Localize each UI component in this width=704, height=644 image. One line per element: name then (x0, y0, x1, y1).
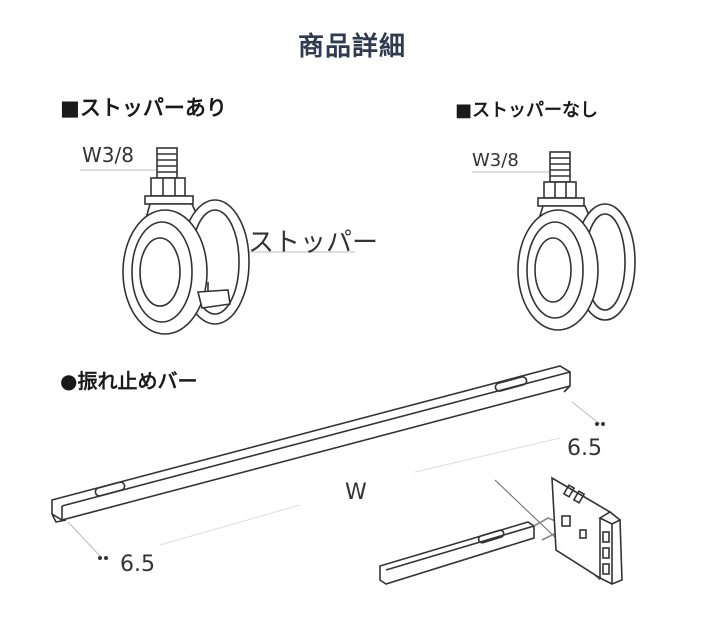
thread-size-label-without-stopper: W3/8 (472, 150, 519, 171)
caster-with-stopper-illustration (80, 147, 355, 335)
dimension-label-right: 6.5 (567, 436, 602, 461)
width-label: W (345, 480, 367, 505)
stopper-callout-label: ストッパー (248, 228, 379, 258)
bar-mount-detail-illustration (379, 476, 623, 585)
anti-sway-bar-illustration (51, 365, 605, 560)
section-label-with-stopper: ■ストッパーあり (60, 96, 227, 120)
page-title: 商品詳細 (297, 32, 406, 62)
dimension-label-left: 6.5 (120, 552, 155, 577)
caster-without-stopper-illustration (472, 151, 636, 331)
section-label-without-stopper: ■ストッパーなし (455, 100, 599, 121)
thread-size-label-with-stopper: W3/8 (82, 143, 134, 167)
section-label-anti-sway-bar: ●振れ止めバー (60, 369, 198, 393)
